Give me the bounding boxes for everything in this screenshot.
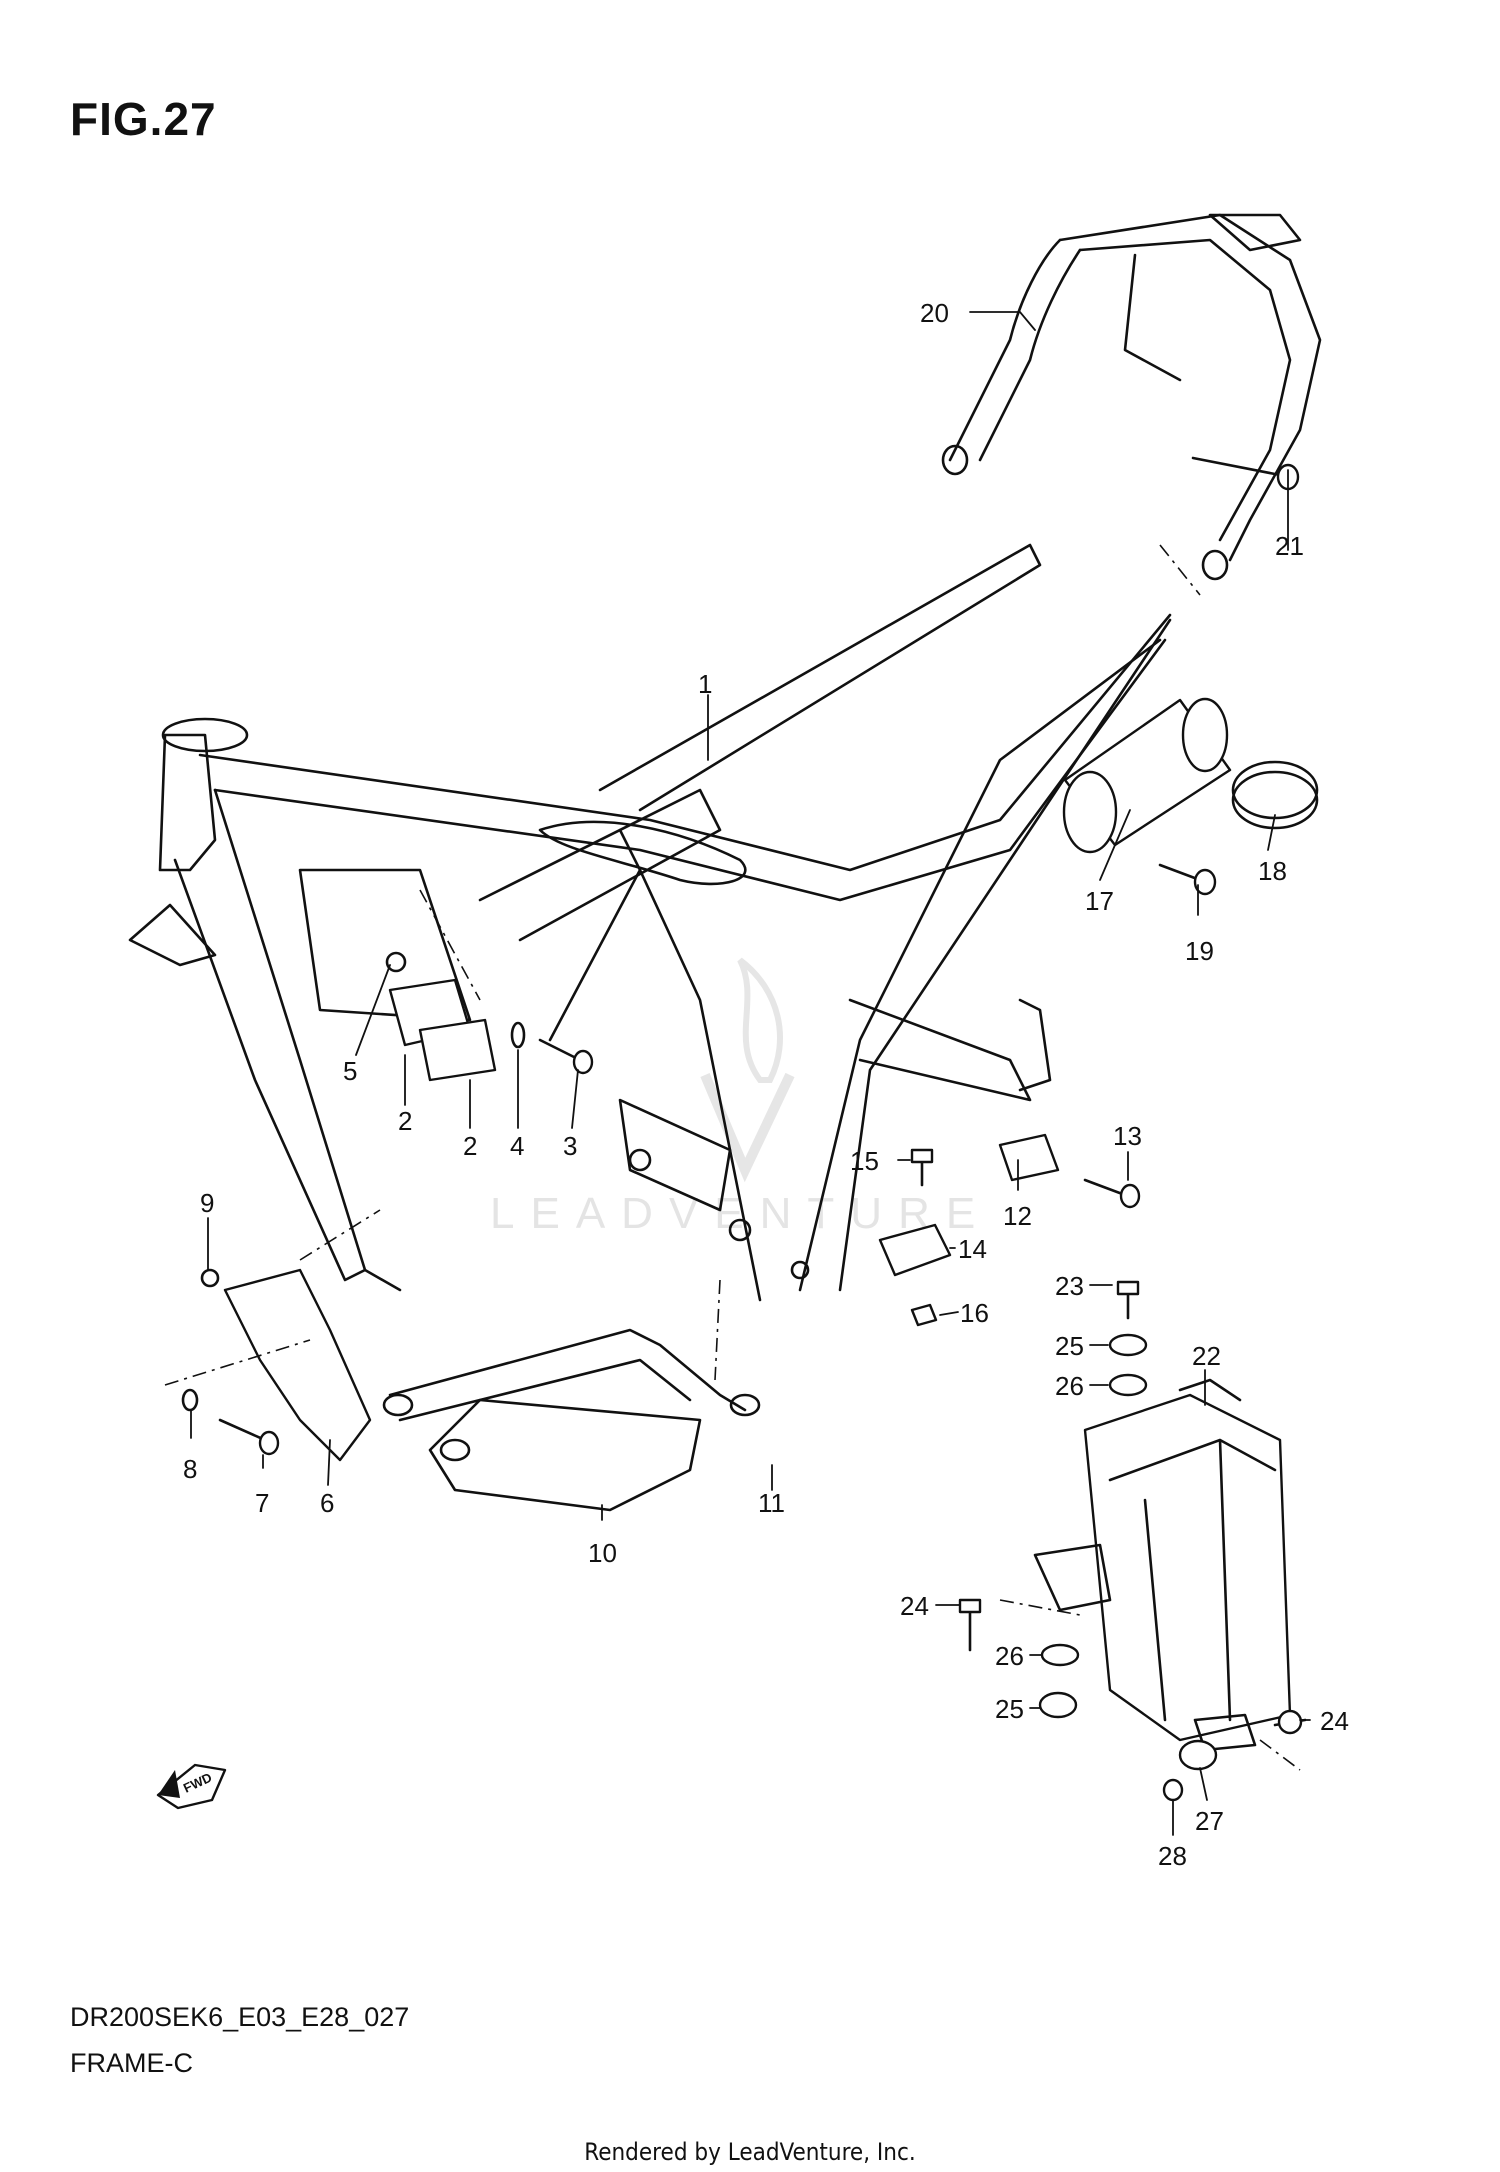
- callout-numbers: 1 2 2 3 4 5 6 7 8 9 10 11 12 13 14 15 16…: [183, 298, 1349, 1871]
- front-engine-bracket: [181, 1268, 372, 1462]
- engine-mount-plates: [385, 951, 594, 1082]
- callout-7: 7: [255, 1488, 269, 1518]
- callout-19: 19: [1185, 936, 1214, 966]
- callout-22: 22: [1192, 1341, 1221, 1371]
- callout-23: 23: [1055, 1271, 1084, 1301]
- leader-lines: [190, 311, 1311, 1836]
- callout-24a: 24: [900, 1591, 929, 1621]
- callout-17: 17: [1085, 886, 1114, 916]
- callout-18: 18: [1258, 856, 1287, 886]
- main-frame: [128, 543, 1172, 1302]
- callout-21: 21: [1275, 531, 1304, 561]
- callout-27: 27: [1195, 1806, 1224, 1836]
- footer-credit: Rendered by LeadVenture, Inc.: [584, 2138, 916, 2166]
- callout-13: 13: [1113, 1121, 1142, 1151]
- callout-16: 16: [960, 1298, 989, 1328]
- rubber-dampers: [878, 1133, 1141, 1327]
- callout-4: 4: [510, 1131, 524, 1161]
- callout-3: 3: [563, 1131, 577, 1161]
- callout-15: 15: [850, 1146, 879, 1176]
- callout-11: 11: [758, 1488, 785, 1518]
- assembly-dash-lines: [164, 544, 1301, 1771]
- callout-5: 5: [343, 1056, 357, 1086]
- battery-holder: [1033, 1378, 1292, 1752]
- callout-25a: 25: [1055, 1331, 1084, 1361]
- figure-title: FIG.27: [70, 93, 217, 145]
- callout-26b: 26: [995, 1641, 1024, 1671]
- watermark-text: LEADVENTURE: [490, 1189, 991, 1238]
- callout-20: 20: [920, 298, 949, 328]
- callout-10: 10: [588, 1538, 617, 1568]
- callout-2b: 2: [463, 1131, 477, 1161]
- callout-26a: 26: [1055, 1371, 1084, 1401]
- forward-arrow-icon: FWD: [156, 1763, 227, 1810]
- callout-28: 28: [1158, 1841, 1187, 1871]
- small-fasteners: [958, 456, 1307, 1802]
- callout-2a: 2: [398, 1106, 412, 1136]
- callout-8: 8: [183, 1454, 197, 1484]
- rear-carrier: [941, 213, 1322, 581]
- callout-12: 12: [1003, 1201, 1032, 1231]
- watermark-flame-icon: [700, 957, 795, 1183]
- callout-6: 6: [320, 1488, 334, 1518]
- model-code: DR200SEK6_E03_E28_027: [70, 2002, 410, 2032]
- callout-1: 1: [698, 669, 712, 699]
- section-name: FRAME-C: [70, 2048, 193, 2078]
- callout-9: 9: [200, 1188, 214, 1218]
- lower-frame-cradle: [382, 1328, 761, 1512]
- callout-25b: 25: [995, 1694, 1024, 1724]
- electrical-component-17: [1062, 697, 1232, 854]
- callout-14: 14: [958, 1234, 987, 1264]
- callout-24b: 24: [1320, 1706, 1349, 1736]
